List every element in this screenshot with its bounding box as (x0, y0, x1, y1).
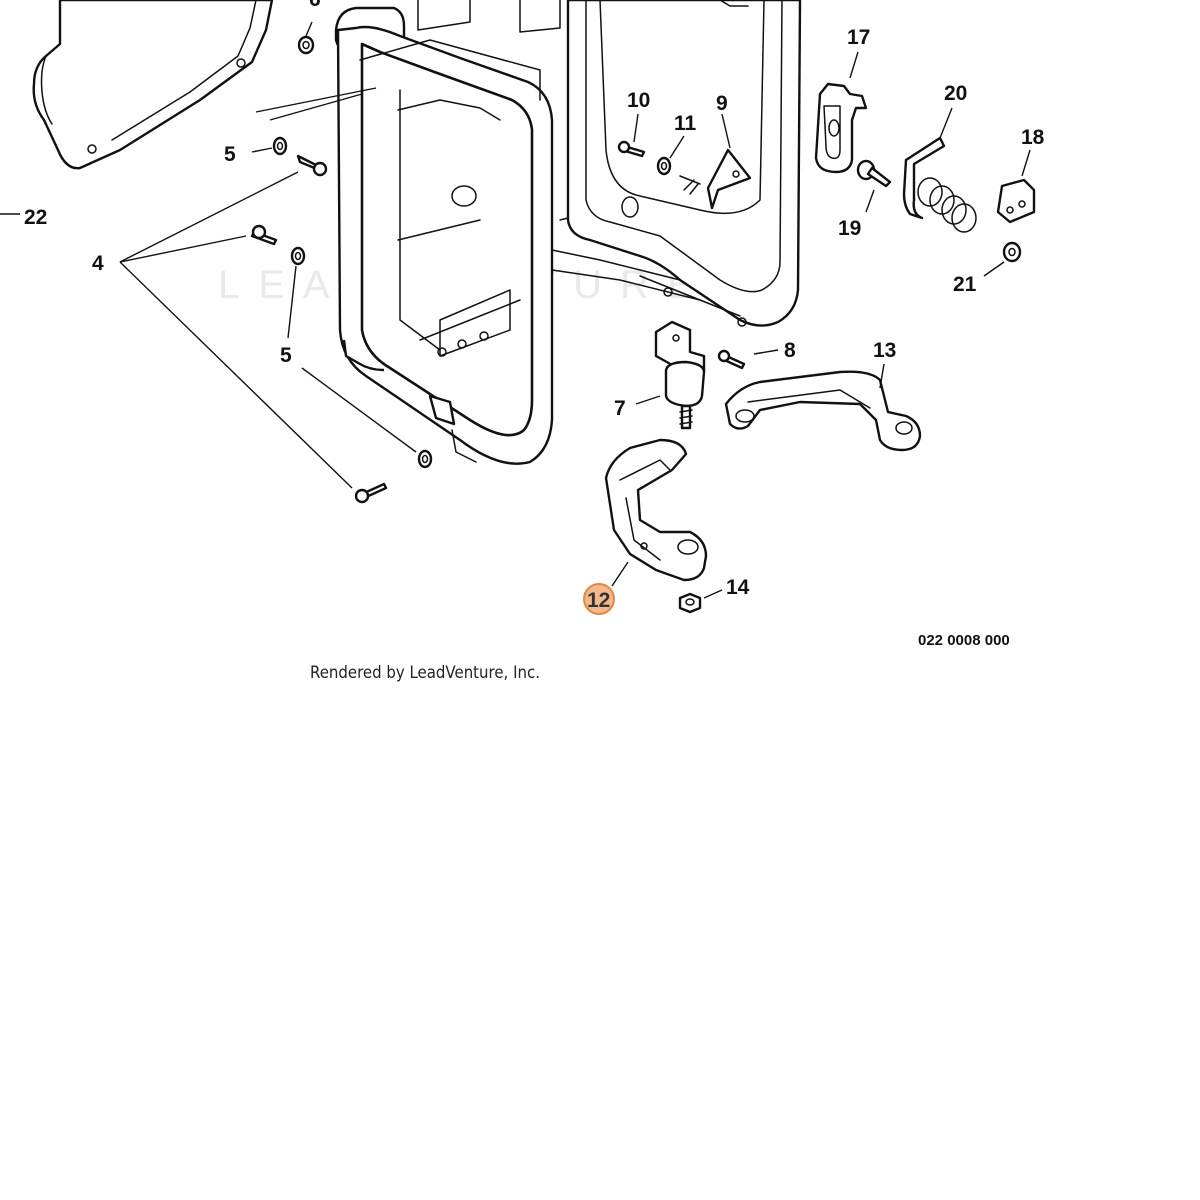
part-5-washer-low (417, 449, 433, 469)
part-4-bolt-low (354, 482, 388, 504)
part-5-washer-top (272, 136, 288, 156)
callout-19[interactable]: 19 (838, 217, 861, 240)
part-4-bolt-top (296, 154, 328, 177)
callout-7[interactable]: 7 (614, 397, 626, 420)
part-22-cover (32, 0, 274, 170)
callout-13[interactable]: 13 (873, 339, 896, 362)
diagram-number: 022 0008 000 (918, 632, 1010, 649)
callout-18[interactable]: 18 (1021, 126, 1045, 149)
callout-12-highlight (583, 583, 615, 615)
callout-21[interactable]: 21 (953, 273, 977, 296)
callout-5-low[interactable]: 5 (280, 344, 292, 367)
part-19-bolt (856, 159, 892, 188)
part-11-washer (656, 156, 672, 176)
callouts: 6 5 4 22 5 10 11 9 17 20 18 19 21 8 13 7… (24, 0, 1045, 615)
callout-6[interactable]: 6 (309, 0, 321, 11)
callout-17[interactable]: 17 (847, 26, 870, 49)
render-credit: Rendered by LeadVenture, Inc. (310, 663, 540, 683)
callout-8[interactable]: 8 (784, 339, 796, 362)
part-18-block (996, 178, 1036, 224)
callout-22[interactable]: 22 (24, 206, 47, 229)
callout-14[interactable]: 14 (726, 576, 750, 599)
callout-20[interactable]: 20 (944, 82, 967, 105)
part-10-screw (617, 140, 646, 158)
part-5-washer-mid (290, 246, 306, 266)
leader-lines (0, 21, 1031, 599)
callout-11[interactable]: 11 (674, 112, 697, 135)
part-12-handle (604, 438, 708, 582)
callout-12[interactable]: 12 (587, 589, 610, 612)
callout-4[interactable]: 4 (92, 252, 104, 275)
part-17-clip (814, 82, 868, 174)
callout-5-top[interactable]: 5 (224, 143, 236, 166)
part-20-spring (902, 136, 977, 233)
part-4-bolt-mid (250, 224, 278, 246)
part-14-nut (678, 592, 702, 614)
part-9-bracket (679, 148, 752, 210)
part-7-mount (654, 320, 706, 430)
part-13-handle (724, 370, 922, 452)
callout-10[interactable]: 10 (627, 89, 650, 112)
callout-9[interactable]: 9 (716, 92, 728, 115)
part-6-nut (297, 35, 315, 55)
frame-assembly (334, 0, 802, 465)
part-21-washer (1002, 241, 1022, 263)
part-8-screw (717, 349, 746, 370)
